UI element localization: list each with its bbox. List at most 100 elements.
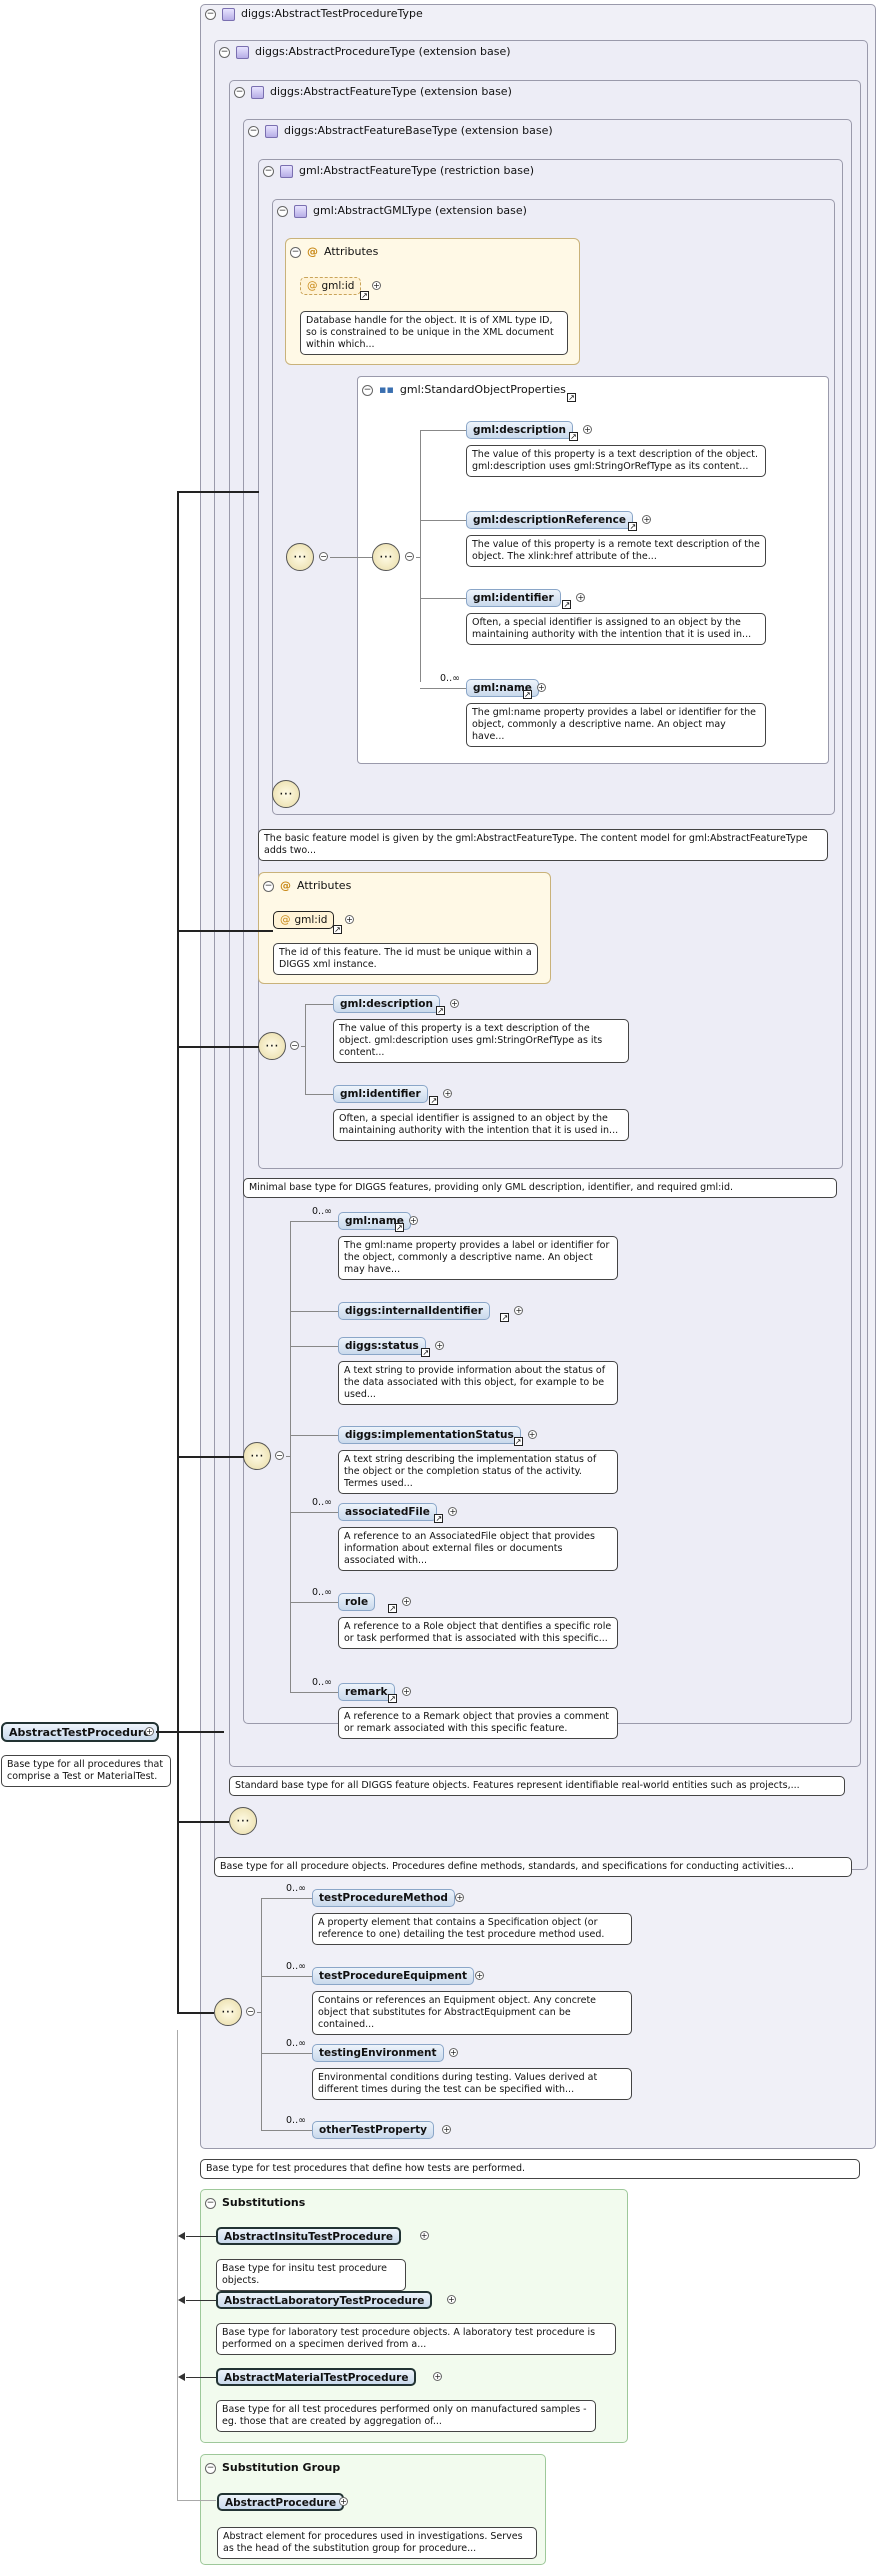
collapse-icon[interactable]: − bbox=[290, 1041, 299, 1050]
root-element[interactable]: AbstractTestProcedure bbox=[1, 1722, 159, 1742]
expand-icon[interactable]: + bbox=[583, 425, 592, 434]
sequence-icon[interactable]: ⋯ bbox=[243, 1442, 271, 1470]
connector-line bbox=[290, 1435, 338, 1436]
expand-icon[interactable]: + bbox=[527, 1430, 537, 1439]
expand-icon[interactable]: + bbox=[145, 1727, 154, 1736]
sequence-icon[interactable]: ⋯ bbox=[272, 780, 300, 808]
link-icon[interactable]: ↗ bbox=[434, 1514, 444, 1523]
complex-type-icon bbox=[265, 124, 278, 138]
link-icon[interactable]: ↗ bbox=[333, 925, 342, 934]
expand-icon[interactable]: + bbox=[402, 1597, 411, 1606]
element-description: Often, a special identifier is assigned … bbox=[466, 613, 766, 645]
collapse-icon[interactable]: − bbox=[362, 384, 373, 396]
expand-icon[interactable]: + bbox=[419, 2231, 429, 2240]
expand-icon[interactable]: + bbox=[433, 2372, 443, 2381]
expand-icon[interactable]: + bbox=[402, 1687, 411, 1696]
feature-base-description: Minimal base type for DIGGS features, pr… bbox=[243, 1178, 837, 1198]
collapse-icon[interactable]: − bbox=[405, 552, 414, 561]
link-icon[interactable]: ↗ bbox=[628, 522, 638, 531]
element-gml-descriptionreference[interactable]: gml:descriptionReference bbox=[466, 511, 633, 529]
expand-icon[interactable]: + bbox=[455, 1893, 465, 1902]
substitution-abstractinsitutestprocedure[interactable]: AbstractInsituTestProcedure bbox=[216, 2227, 402, 2245]
link-icon[interactable]: ↗ bbox=[429, 1096, 439, 1105]
substitution-group-element[interactable]: AbstractProcedure bbox=[217, 2493, 345, 2511]
link-icon[interactable]: ↗ bbox=[394, 1223, 404, 1232]
collapse-icon[interactable]: − bbox=[275, 1451, 284, 1460]
element-testproceduremethod[interactable]: testProcedureMethod bbox=[312, 1889, 455, 1907]
collapse-icon[interactable]: − bbox=[246, 2007, 255, 2016]
element-gml-description[interactable]: gml:description bbox=[466, 421, 573, 439]
collapse-icon[interactable]: − bbox=[205, 2197, 216, 2209]
link-icon[interactable]: ↗ bbox=[360, 291, 369, 300]
link-icon[interactable]: ↗ bbox=[436, 1006, 445, 1015]
collapse-icon[interactable]: − bbox=[263, 165, 274, 177]
element-testingenvironment[interactable]: testingEnvironment bbox=[312, 2044, 444, 2062]
link-icon[interactable]: ↗ bbox=[562, 600, 572, 609]
expand-icon[interactable]: + bbox=[448, 1507, 458, 1516]
expand-icon[interactable]: + bbox=[475, 1971, 485, 1980]
sequence-icon[interactable]: ⋯ bbox=[286, 543, 314, 571]
element-associatedfile[interactable]: associatedFile bbox=[338, 1503, 437, 1521]
connector-line bbox=[305, 1094, 333, 1095]
element-diggs-status[interactable]: diggs:status bbox=[338, 1337, 426, 1355]
link-icon[interactable]: ↗ bbox=[513, 1437, 523, 1446]
type-title: diggs:AbstractTestProcedureType bbox=[241, 7, 423, 20]
link-icon[interactable]: ↗ bbox=[569, 432, 578, 441]
attribute-gml-id[interactable]: @gml:id bbox=[273, 911, 335, 929]
collapse-icon[interactable]: − bbox=[290, 246, 301, 258]
collapse-icon[interactable]: − bbox=[277, 205, 288, 217]
expand-icon[interactable]: + bbox=[435, 1341, 445, 1350]
description: The id of this feature. The id must be u… bbox=[273, 943, 538, 975]
expand-icon[interactable]: + bbox=[372, 281, 381, 290]
connector-line bbox=[261, 1976, 312, 1977]
element-gml-name[interactable]: gml:name bbox=[338, 1212, 411, 1230]
expand-icon[interactable]: + bbox=[408, 1216, 418, 1225]
collapse-icon[interactable]: − bbox=[205, 8, 216, 20]
link-icon[interactable]: ↗ bbox=[567, 393, 576, 402]
collapse-icon[interactable]: − bbox=[248, 125, 259, 137]
sequence-icon[interactable]: ⋯ bbox=[258, 1032, 286, 1060]
element-testprocedureequipment[interactable]: testProcedureEquipment bbox=[312, 1967, 474, 1985]
element-gml-identifier[interactable]: gml:identifier bbox=[333, 1085, 428, 1103]
expand-icon[interactable]: + bbox=[345, 915, 354, 924]
sequence-icon[interactable]: ⋯ bbox=[372, 543, 400, 571]
expand-icon[interactable]: + bbox=[442, 2125, 452, 2134]
element-othertestproperty[interactable]: otherTestProperty bbox=[312, 2121, 434, 2139]
collapse-icon[interactable]: − bbox=[234, 86, 245, 98]
link-icon[interactable]: ↗ bbox=[421, 1348, 431, 1357]
element-gml-description[interactable]: gml:description bbox=[333, 995, 440, 1013]
expand-icon[interactable]: + bbox=[339, 2497, 348, 2506]
element-role[interactable]: role bbox=[338, 1593, 376, 1611]
sequence-icon[interactable]: ⋯ bbox=[229, 1807, 257, 1835]
expand-icon[interactable]: + bbox=[446, 2295, 456, 2304]
element-remark[interactable]: remark bbox=[338, 1683, 395, 1701]
element-diggs-implementationstatus[interactable]: diggs:implementationStatus bbox=[338, 1426, 521, 1444]
expand-icon[interactable]: + bbox=[514, 1306, 524, 1315]
expand-icon[interactable]: + bbox=[536, 683, 546, 692]
collapse-icon[interactable]: − bbox=[263, 880, 274, 892]
link-icon[interactable]: ↗ bbox=[522, 690, 532, 699]
collapse-icon[interactable]: − bbox=[205, 2462, 216, 2474]
link-icon[interactable]: ↗ bbox=[388, 1694, 397, 1703]
collapse-icon[interactable]: − bbox=[219, 46, 230, 58]
occurrence-label: 0..∞ bbox=[440, 673, 460, 684]
connector-line bbox=[420, 430, 466, 431]
expand-icon[interactable]: + bbox=[576, 593, 586, 602]
substitution-abstractlaboratorytestprocedure[interactable]: AbstractLaboratoryTestProcedure bbox=[216, 2291, 433, 2309]
link-icon[interactable]: ↗ bbox=[388, 1604, 397, 1613]
element-diggs-internalidentifier[interactable]: diggs:internalIdentifier bbox=[338, 1302, 490, 1320]
complex-type-icon bbox=[236, 45, 249, 59]
substitution-abstractmaterialtestprocedure[interactable]: AbstractMaterialTestProcedure bbox=[216, 2368, 417, 2386]
element-gml-identifier[interactable]: gml:identifier bbox=[466, 589, 561, 607]
expand-icon[interactable]: + bbox=[448, 2048, 458, 2057]
collapse-icon[interactable]: − bbox=[319, 552, 328, 561]
link-icon[interactable]: ↗ bbox=[500, 1313, 510, 1322]
attributes-box: −@Attributes @gml:id ↗ + The id of this … bbox=[258, 872, 551, 984]
expand-icon[interactable]: + bbox=[642, 515, 652, 524]
expand-icon[interactable]: + bbox=[443, 1089, 453, 1098]
occurrence-label: 0..∞ bbox=[312, 1206, 332, 1217]
attribute-gml-id[interactable]: @gml:id bbox=[300, 277, 362, 295]
occurrence-label: 0..∞ bbox=[286, 1961, 306, 1972]
sequence-icon[interactable]: ⋯ bbox=[214, 1998, 242, 2026]
expand-icon[interactable]: + bbox=[450, 999, 459, 1008]
